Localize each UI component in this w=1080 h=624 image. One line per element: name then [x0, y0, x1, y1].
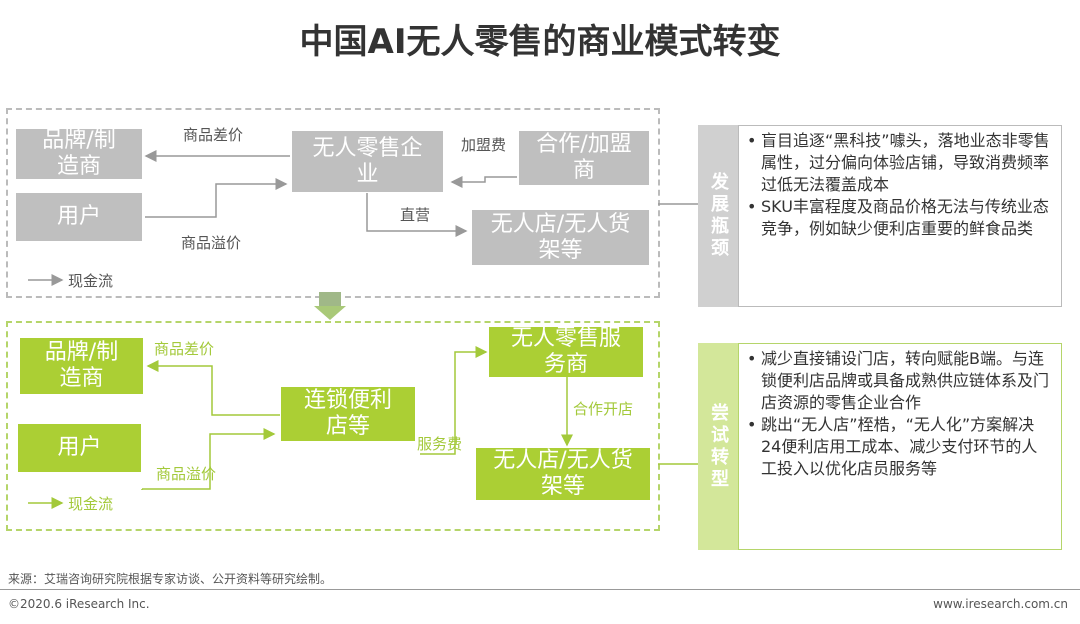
label-direct: 直营 [400, 206, 431, 224]
arrow-premium [145, 178, 288, 218]
transform-item: 减少直接铺设门店，转向赋能B端。与连锁便利店品牌或具备成熟供应链体系及门店资源的… [747, 348, 1051, 414]
label-diff-2: 商品差价 [154, 340, 215, 358]
source-note: 来源：艾瑞咨询研究院根据专家访谈、公开资料等研究绘制。 [8, 572, 333, 586]
brand-box: 品牌/制 造商 [16, 128, 142, 179]
new-model-frame [6, 321, 660, 531]
transform-label: 尝试转型 [698, 343, 738, 550]
label-premium: 商品溢价 [181, 234, 242, 252]
user-box: 用户 [16, 193, 142, 241]
enterprise-box: 无人零售企 业 [292, 131, 443, 192]
partner-box: 合作/加盟 商 [519, 131, 649, 185]
chain-store-box: 连锁便利 店等 [281, 387, 415, 441]
label-coop: 合作开店 [573, 400, 634, 418]
transform-list: 减少直接铺设门店，转向赋能B端。与连锁便利店品牌或具备成熟供应链体系及门店资源的… [738, 343, 1062, 550]
page-title: 中国AI无人零售的商业模式转变 [299, 22, 781, 62]
copyright: ©2020.6 iResearch Inc. [8, 597, 150, 611]
legend-cashflow-2: 现金流 [68, 495, 114, 513]
label-diff: 商品差价 [183, 126, 244, 144]
arrow-fee-2 [420, 346, 488, 455]
bottleneck-list: 盲目追逐“黑科技”噱头，落地业态非零售属性，过分偏向体验店铺，导致消费频率过低无… [738, 125, 1062, 307]
label-service-fee: 服务费 [417, 435, 463, 453]
provider-box: 无人零售服 务商 [489, 326, 643, 377]
bottleneck-item: 盲目追逐“黑科技”噱头，落地业态非零售属性，过分偏向体验店铺，导致消费频率过低无… [747, 130, 1051, 196]
arrow-fee [450, 176, 517, 188]
transform-item: 跳出“无人店”桎梏，“无人化”方案解决24便利店用工成本、减少支付环节的人工投入… [747, 414, 1051, 480]
transition-arrow [319, 292, 341, 306]
website: www.iresearch.com.cn [933, 597, 1068, 611]
label-fee: 加盟费 [461, 136, 507, 154]
brand-box-2: 品牌/制 造商 [20, 338, 143, 394]
store-box-2: 无人店/无人货 架等 [476, 448, 650, 500]
arrow-premium-2 [141, 434, 274, 490]
arrow-direct [366, 193, 468, 237]
arrow-diff-2 [146, 360, 280, 416]
bottleneck-item: SKU丰富程度及商品价格无法与传统业态竞争，例如缺少便利店重要的鲜食品类 [747, 196, 1051, 240]
user-box-2: 用户 [18, 424, 141, 472]
store-box: 无人店/无人货 架等 [472, 210, 649, 265]
bottleneck-label: 发展瓶颈 [698, 125, 738, 307]
legend-cashflow: 现金流 [68, 272, 114, 290]
label-premium-2: 商品溢价 [156, 465, 217, 483]
footer-divider [0, 589, 1080, 590]
